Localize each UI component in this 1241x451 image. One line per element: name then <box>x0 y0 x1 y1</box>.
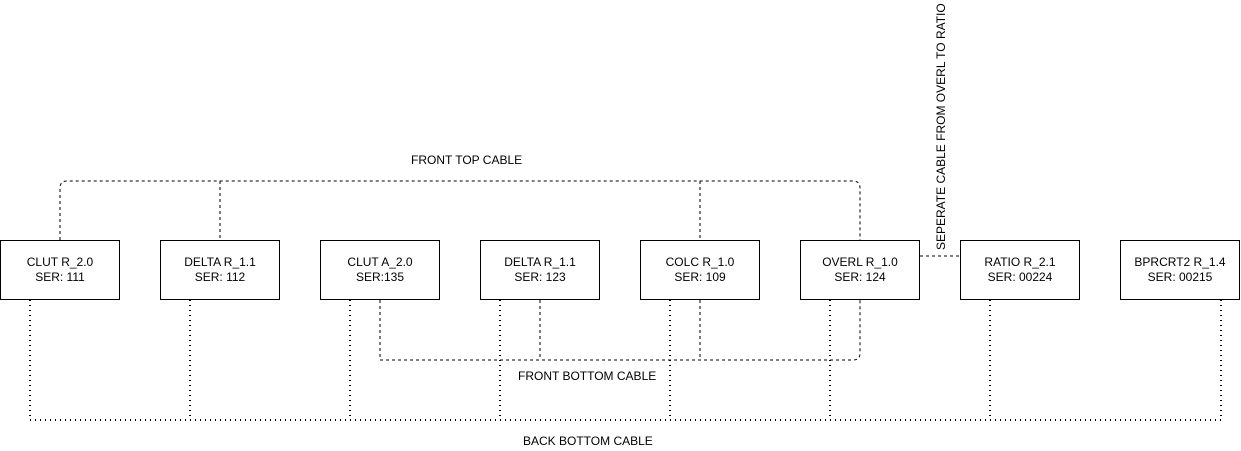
node-name: COLC R_1.0 <box>665 255 735 269</box>
node-serial: SER:135 <box>355 270 405 284</box>
node-serial: SER: 00215 <box>1147 270 1213 284</box>
node-serial: SER: 112 <box>194 270 246 284</box>
node-name: RATIO R_2.1 <box>984 255 1056 269</box>
node-serial: SER: 00224 <box>987 270 1053 284</box>
front-top-cable-label: FRONT TOP CABLE <box>411 153 523 167</box>
node-serial: SER: 123 <box>514 270 566 284</box>
node-name: CLUT A_2.0 <box>347 255 413 269</box>
node-serial: SER: 111 <box>35 270 85 284</box>
node-clut-a-2-0: CLUT A_2.0 SER:135 <box>320 240 440 300</box>
node-bprcrt2-r-1-4: BPRCRT2 R_1.4 SER: 00215 <box>1120 240 1240 300</box>
node-name: CLUT R_2.0 <box>26 255 94 269</box>
node-clut-r-2-0: CLUT R_2.0 SER: 111 <box>0 240 120 300</box>
node-name: BPRCRT2 R_1.4 <box>1134 255 1226 269</box>
separate-cable-label: SEPERATE CABLE FROM OVERL TO RATIO <box>934 3 948 250</box>
node-serial: SER: 109 <box>674 270 726 284</box>
node-colc-r-1-0: COLC R_1.0 SER: 109 <box>640 240 760 300</box>
front-top-cable <box>59 180 861 240</box>
node-serial: SER: 124 <box>834 270 886 284</box>
node-ratio-r-2-1: RATIO R_2.1 SER: 00224 <box>960 240 1080 300</box>
front-bottom-cable <box>379 300 861 361</box>
node-name: DELTA R_1.1 <box>184 255 256 269</box>
back-bottom-cable <box>29 300 1222 421</box>
node-name: DELTA R_1.1 <box>504 255 576 269</box>
front-bottom-cable-label: FRONT BOTTOM CABLE <box>518 369 657 383</box>
back-bottom-cable-label: BACK BOTTOM CABLE <box>523 434 653 448</box>
node-name: OVERL R_1.0 <box>822 255 898 269</box>
node-overl-r-1-0: OVERL R_1.0 SER: 124 <box>800 240 920 300</box>
node-delta-r-1-1-a: DELTA R_1.1 SER: 112 <box>160 240 280 300</box>
node-delta-r-1-1-b: DELTA R_1.1 SER: 123 <box>480 240 600 300</box>
